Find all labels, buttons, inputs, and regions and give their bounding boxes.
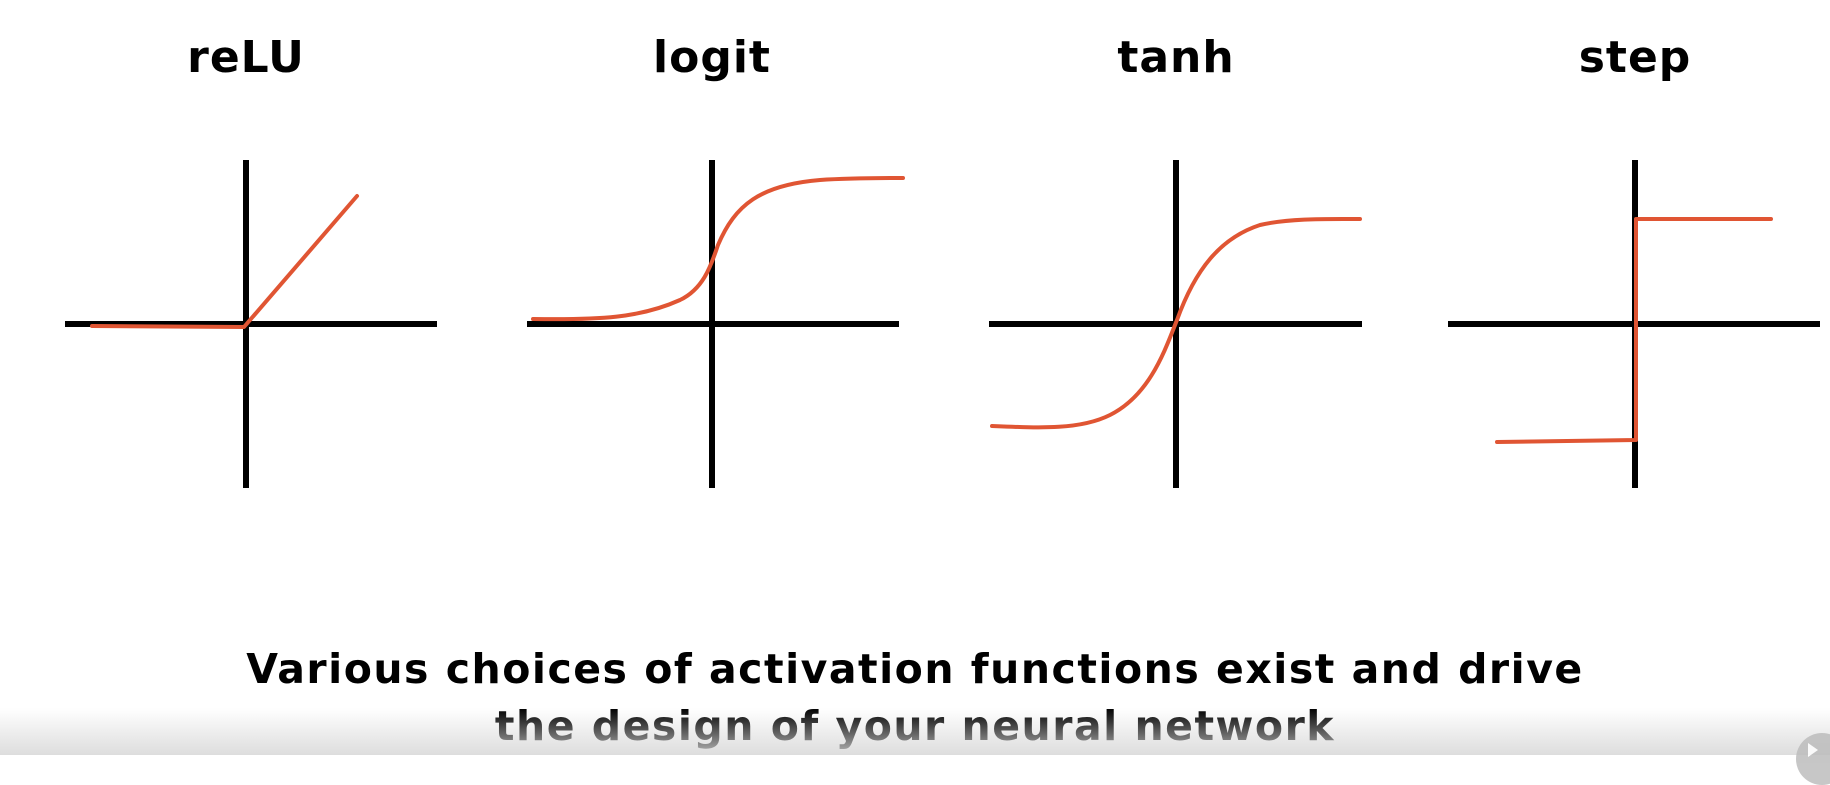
panel-title-step: step: [1578, 32, 1692, 83]
tanh-curve: [990, 216, 1362, 430]
step-plot: [1448, 160, 1820, 488]
relu-curve: [90, 194, 359, 329]
relu-plot: [65, 160, 437, 488]
panel-title-relu: reLU: [187, 32, 305, 83]
bottom-shade: [0, 708, 1830, 755]
panel-title-logit: logit: [653, 32, 771, 83]
activation-plots: [65, 160, 1820, 488]
slide: reLU logit tanh step Various choices: [0, 32, 1830, 785]
tanh-plot: [989, 160, 1362, 488]
step-curve: [1495, 217, 1773, 444]
panel-title-tanh: tanh: [1117, 32, 1235, 83]
caption-line-1: Various choices of activation functions …: [246, 645, 1584, 693]
logit-plot: [527, 160, 905, 488]
logit-curve: [531, 176, 905, 322]
